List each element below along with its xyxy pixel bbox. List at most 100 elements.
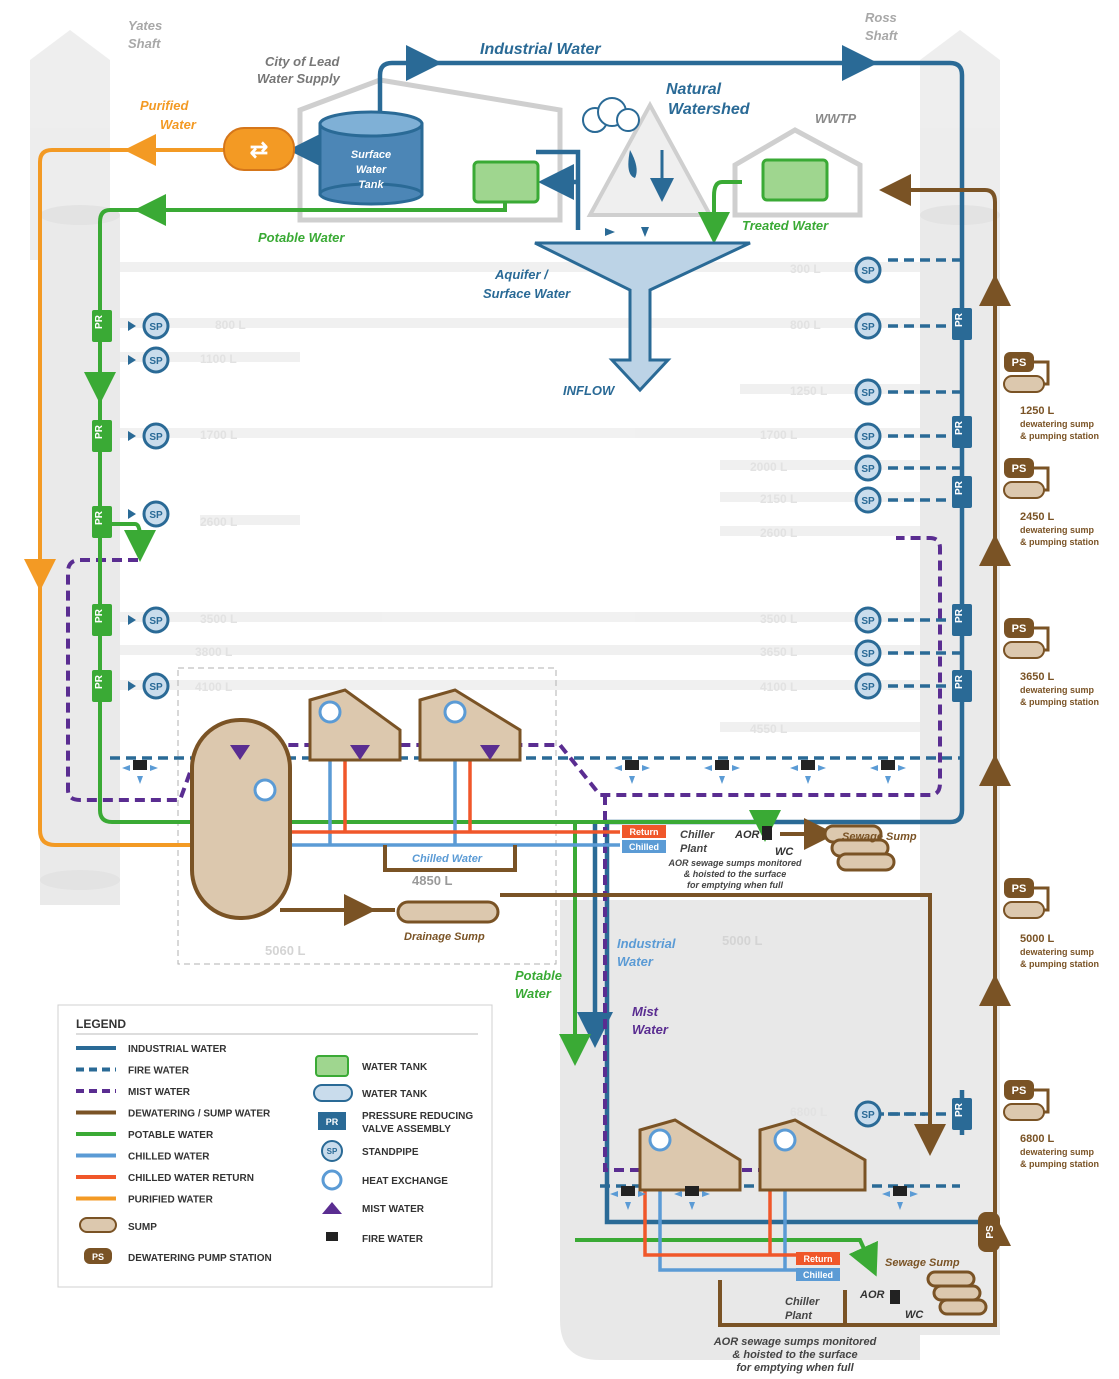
fire-water-valve-icon [704, 760, 740, 784]
level-label-right: 800 L [790, 318, 821, 332]
legend-pr-icon [318, 1112, 346, 1130]
legend-pr-label: PR [326, 1117, 339, 1127]
level-label-left: 2600 L [200, 515, 237, 529]
legend-symbol-label: HEAT EXCHANGE [362, 1176, 448, 1187]
pump-station-level: 2450 L [1020, 511, 1055, 523]
legend-line-label: DEWATERING / SUMP WATER [128, 1109, 271, 1120]
level-label-right: 3650 L [760, 645, 797, 659]
ps-label: PS [1012, 357, 1027, 369]
pump-station-desc: dewatering sump [1020, 525, 1095, 535]
level-label-right: 300 L [790, 262, 821, 276]
standpipe-icon: SP [854, 256, 882, 284]
pr-label: PR [94, 674, 105, 689]
pump-station-desc: dewatering sump [1020, 947, 1095, 957]
pr-valve: PR [92, 310, 112, 342]
pr-valve: PR [952, 670, 972, 702]
sp-label: SP [149, 616, 163, 627]
level-label-right: 2600 L [760, 526, 797, 540]
level-5060-label: 5060 L [265, 943, 306, 958]
wwtp-building [732, 127, 863, 218]
pr-label: PR [954, 420, 965, 435]
legend-water-tank-icon [315, 1055, 349, 1077]
pr-valves: PR PR PR PR PR PR PR PR PR PR PR [92, 308, 972, 1130]
legend-pump-station: DEWATERING PUMP STATION [128, 1253, 272, 1264]
legend-symbol-label: MIST WATER [362, 1204, 425, 1215]
level-label-left: 1700 L [200, 428, 237, 442]
sump-lower [638, 824, 988, 1316]
pr-valve: PR [952, 604, 972, 636]
pump-station-desc: dewatering sump [1020, 419, 1095, 429]
return-label: Return [804, 1254, 833, 1264]
standpipe-icon: SP [142, 606, 170, 634]
level-label-right: 1250 L [790, 384, 827, 398]
pr-label: PR [954, 312, 965, 327]
fire-water-valve-icon [674, 1186, 710, 1210]
pr-valve: PR [952, 308, 972, 340]
legend-symbol-label: FIRE WATER [362, 1234, 424, 1245]
legend-symbol-label: PRESSURE REDUCING [362, 1111, 473, 1122]
pump-station-desc: & pumping station [1020, 959, 1099, 969]
pr-valve: PR [952, 476, 972, 508]
aor-note-label-lower: AOR sewage sumps monitored& hoisted to t… [713, 1336, 877, 1374]
legend-line-label: CHILLED WATER [128, 1152, 210, 1163]
ps-label: PS [1012, 623, 1027, 635]
aquifer-funnel [534, 227, 751, 393]
potable-tank-icon [472, 160, 540, 204]
pump-station-desc: & pumping station [1020, 1159, 1099, 1169]
aor-label: AOR [734, 829, 760, 841]
sewage-sump-label-lower: Sewage Sump [885, 1257, 960, 1269]
ps-label: PS [1012, 883, 1027, 895]
standpipe-icon: SP [854, 312, 882, 340]
sp-label: SP [861, 649, 875, 660]
level-label-left: 4100 L [195, 680, 232, 694]
level-label-left: 3800 L [195, 645, 232, 659]
flow-arrow-icon [128, 355, 136, 365]
pump-station-level: 3650 L [1020, 671, 1055, 683]
pr-valve: PR [952, 416, 972, 448]
chilled-label: Chilled [803, 1270, 833, 1280]
pr-label: PR [94, 608, 105, 623]
wc-label-lower: WC [905, 1309, 924, 1321]
treated-water-label: Treated Water [742, 218, 829, 233]
standpipe-icon: SP [854, 672, 882, 700]
pr-label: PR [94, 424, 105, 439]
potable-water-label: Potable Water [258, 230, 345, 245]
pump-station-desc: & pumping station [1020, 431, 1099, 441]
pump-station-desc: dewatering sump [1020, 685, 1095, 695]
sp-label: SP [149, 322, 163, 333]
pr-valve: PR [952, 1098, 972, 1130]
standpipe-icon: SP [854, 422, 882, 450]
level-label-left: 1100 L [200, 352, 237, 366]
flow-arrow-icon [128, 321, 136, 331]
wwtp-label: WWTP [815, 111, 856, 126]
purifier-arrows: ⇄ [250, 137, 268, 162]
level-labels: 300 L 800 L 1250 L 1700 L 2000 L 2150 L … [195, 262, 827, 1119]
inflow-label: INFLOW [563, 383, 616, 398]
chilled-tag [622, 840, 666, 853]
pr-valve: PR [92, 604, 112, 636]
sp-label: SP [861, 322, 875, 333]
return-tag [622, 825, 666, 838]
ps-label: PS [1012, 1085, 1027, 1097]
legend-symbol-label: VALVE ASSEMBLY [362, 1124, 451, 1135]
pr-label: PR [94, 314, 105, 329]
pr-label: PR [954, 480, 965, 495]
purifier-icon [223, 127, 295, 171]
legend-line-label: PURIFIED WATER [128, 1195, 214, 1206]
level-label-right: 3500 L [760, 612, 797, 626]
legend-line-label: CHILLED WATER RETURN [128, 1173, 254, 1184]
chilled-label: Chilled [629, 842, 659, 852]
sp-label: SP [149, 510, 163, 521]
flow-arrow-icon [128, 681, 136, 691]
standpipe-icon: SP [854, 454, 882, 482]
legend-line-label: MIST WATER [128, 1087, 191, 1098]
